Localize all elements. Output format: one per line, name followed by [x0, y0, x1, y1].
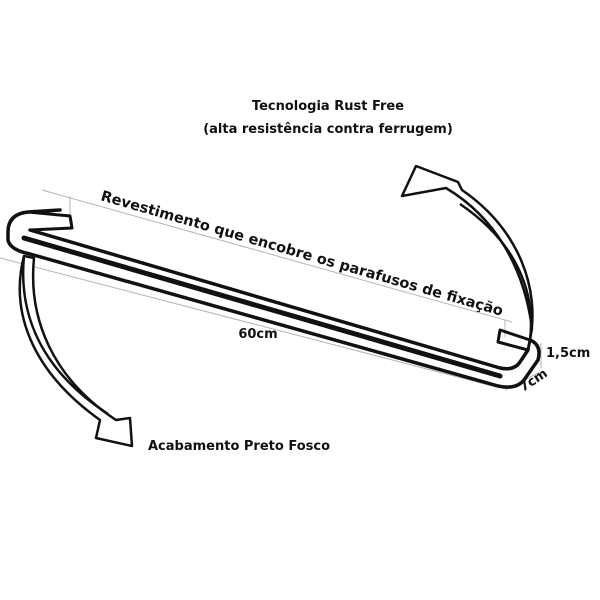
curved-arrow-up-icon: [400, 164, 534, 342]
bar-inner-edge: [28, 228, 530, 371]
towel-bar: [6, 208, 541, 389]
left-mount: [26, 210, 74, 232]
bar-top-band: [21, 235, 503, 379]
top-leader-line: [41, 189, 513, 323]
height-label: 1,5cm: [546, 346, 590, 361]
bar-outer-edge: [6, 208, 541, 389]
right-mount: [496, 328, 532, 352]
depth-label: 7cm: [517, 366, 551, 395]
rust-free-subtitle: (alta resistência contra ferrugem): [203, 122, 453, 137]
bottom-leader-line: [0, 257, 501, 389]
rust-free-title: Tecnologia Rust Free: [252, 99, 404, 114]
length-label: 60cm: [238, 327, 277, 342]
curved-arrow-down-icon: [18, 254, 134, 448]
finish-label: Acabamento Preto Fosco: [148, 439, 330, 454]
leader-lines: [0, 189, 542, 391]
